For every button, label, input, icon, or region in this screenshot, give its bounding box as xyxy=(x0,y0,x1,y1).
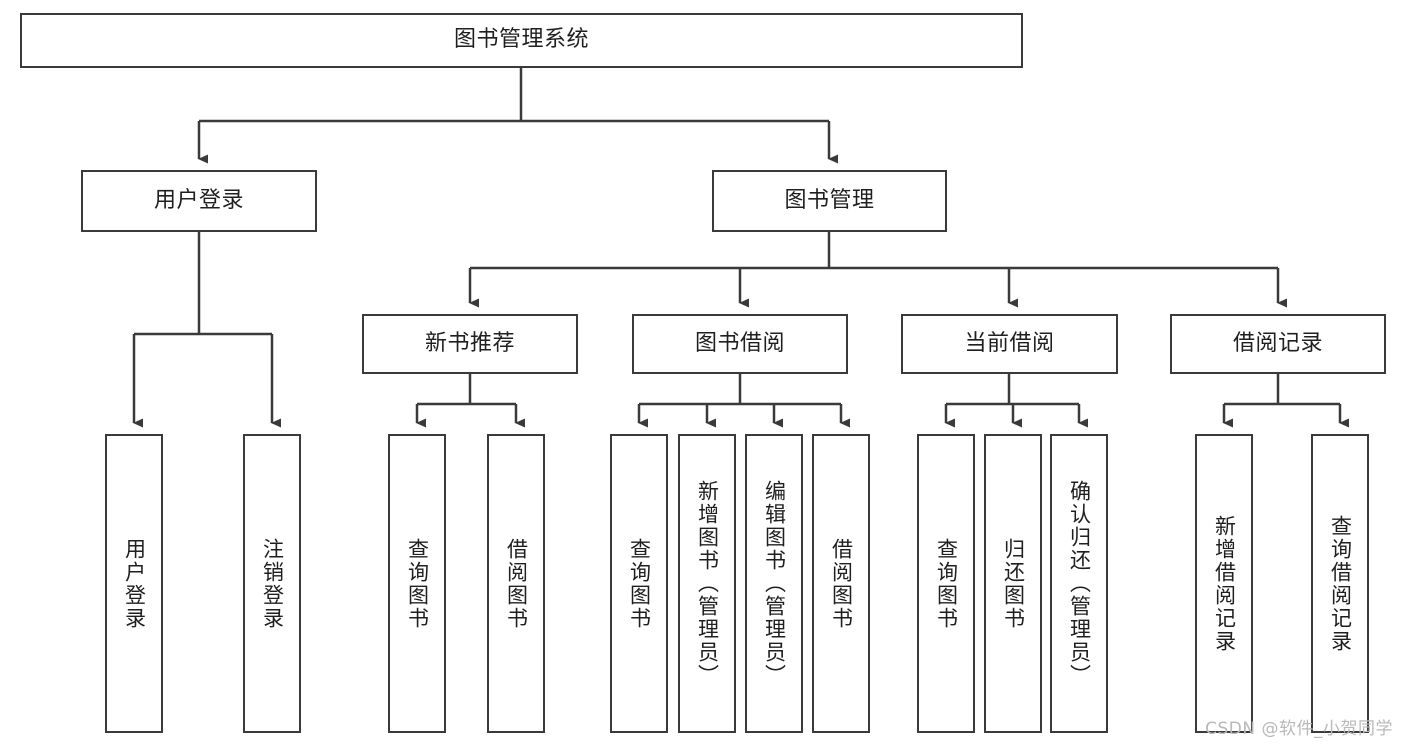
level1-node[interactable]: 图书管理 xyxy=(712,170,947,232)
node-label: 用户登录 xyxy=(153,187,244,213)
leaf-node[interactable]: 新增借阅记录 xyxy=(1195,434,1253,733)
node-label: 图书管理 xyxy=(784,187,875,213)
node-label: 编辑图书（管理员） xyxy=(762,480,787,687)
node-label: 新书推荐 xyxy=(424,330,515,356)
node-label: 确认归还（管理员） xyxy=(1067,480,1092,687)
level1-node[interactable]: 用户登录 xyxy=(81,170,317,232)
node-label: 查询图书 xyxy=(405,537,430,630)
node-label: 查询图书 xyxy=(934,537,959,630)
node-label: 当前借阅 xyxy=(964,330,1055,356)
node-label: 用户登录 xyxy=(122,537,147,630)
watermark-text: CSDN @软件_小贺同学 xyxy=(1205,719,1393,739)
node-label: 图书管理系统 xyxy=(453,27,589,53)
leaf-node[interactable]: 查询借阅记录 xyxy=(1311,434,1369,733)
node-label: 查询借阅记录 xyxy=(1328,514,1353,653)
level2-node[interactable]: 当前借阅 xyxy=(901,314,1118,374)
level2-node[interactable]: 图书借阅 xyxy=(632,314,848,374)
leaf-node[interactable]: 编辑图书（管理员） xyxy=(745,434,803,733)
node-label: 借阅图书 xyxy=(829,537,854,630)
node-label: 归还图书 xyxy=(1001,537,1026,630)
leaf-node[interactable]: 借阅图书 xyxy=(812,434,870,733)
leaf-node[interactable]: 确认归还（管理员） xyxy=(1050,434,1108,733)
leaf-node[interactable]: 用户登录 xyxy=(105,434,163,733)
node-label: 借阅记录 xyxy=(1232,330,1323,356)
level2-node[interactable]: 借阅记录 xyxy=(1170,314,1386,374)
node-label: 借阅图书 xyxy=(504,537,529,630)
leaf-node[interactable]: 查询图书 xyxy=(917,434,975,733)
connector-lines xyxy=(132,68,1349,428)
leaf-node[interactable]: 注销登录 xyxy=(243,434,301,733)
node-label: 新增借阅记录 xyxy=(1212,514,1237,653)
level2-node[interactable]: 新书推荐 xyxy=(362,314,578,374)
node-label: 注销登录 xyxy=(260,537,285,630)
leaf-node[interactable]: 查询图书 xyxy=(388,434,446,733)
leaf-node[interactable]: 新增图书（管理员） xyxy=(678,434,736,733)
leaf-node[interactable]: 归还图书 xyxy=(984,434,1042,733)
node-label: 新增图书（管理员） xyxy=(695,480,720,687)
leaf-node[interactable]: 查询图书 xyxy=(610,434,668,733)
root-node[interactable]: 图书管理系统 xyxy=(20,13,1023,68)
node-label: 查询图书 xyxy=(627,537,652,630)
leaf-node[interactable]: 借阅图书 xyxy=(487,434,545,733)
node-label: 图书借阅 xyxy=(694,330,785,356)
